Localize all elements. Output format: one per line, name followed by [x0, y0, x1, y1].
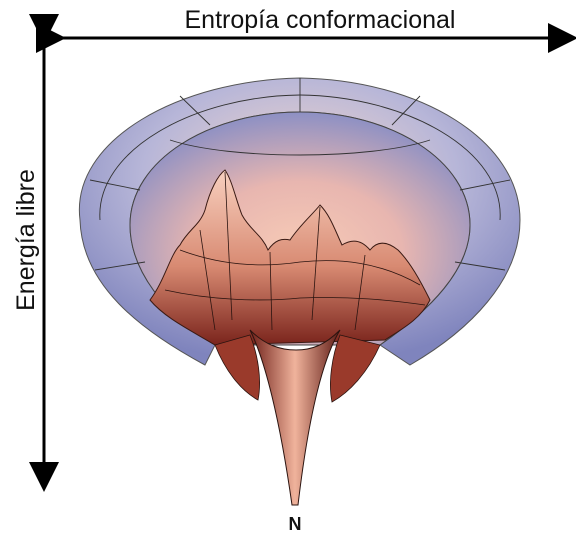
native-funnel-spike — [250, 330, 340, 505]
x-axis-label: Entropía conformacional — [185, 6, 456, 34]
y-axis-label: Energía libre — [12, 169, 40, 311]
lower-lobe-right — [330, 335, 380, 402]
lower-lobe-left — [215, 335, 260, 400]
native-state-label: N — [289, 514, 302, 534]
